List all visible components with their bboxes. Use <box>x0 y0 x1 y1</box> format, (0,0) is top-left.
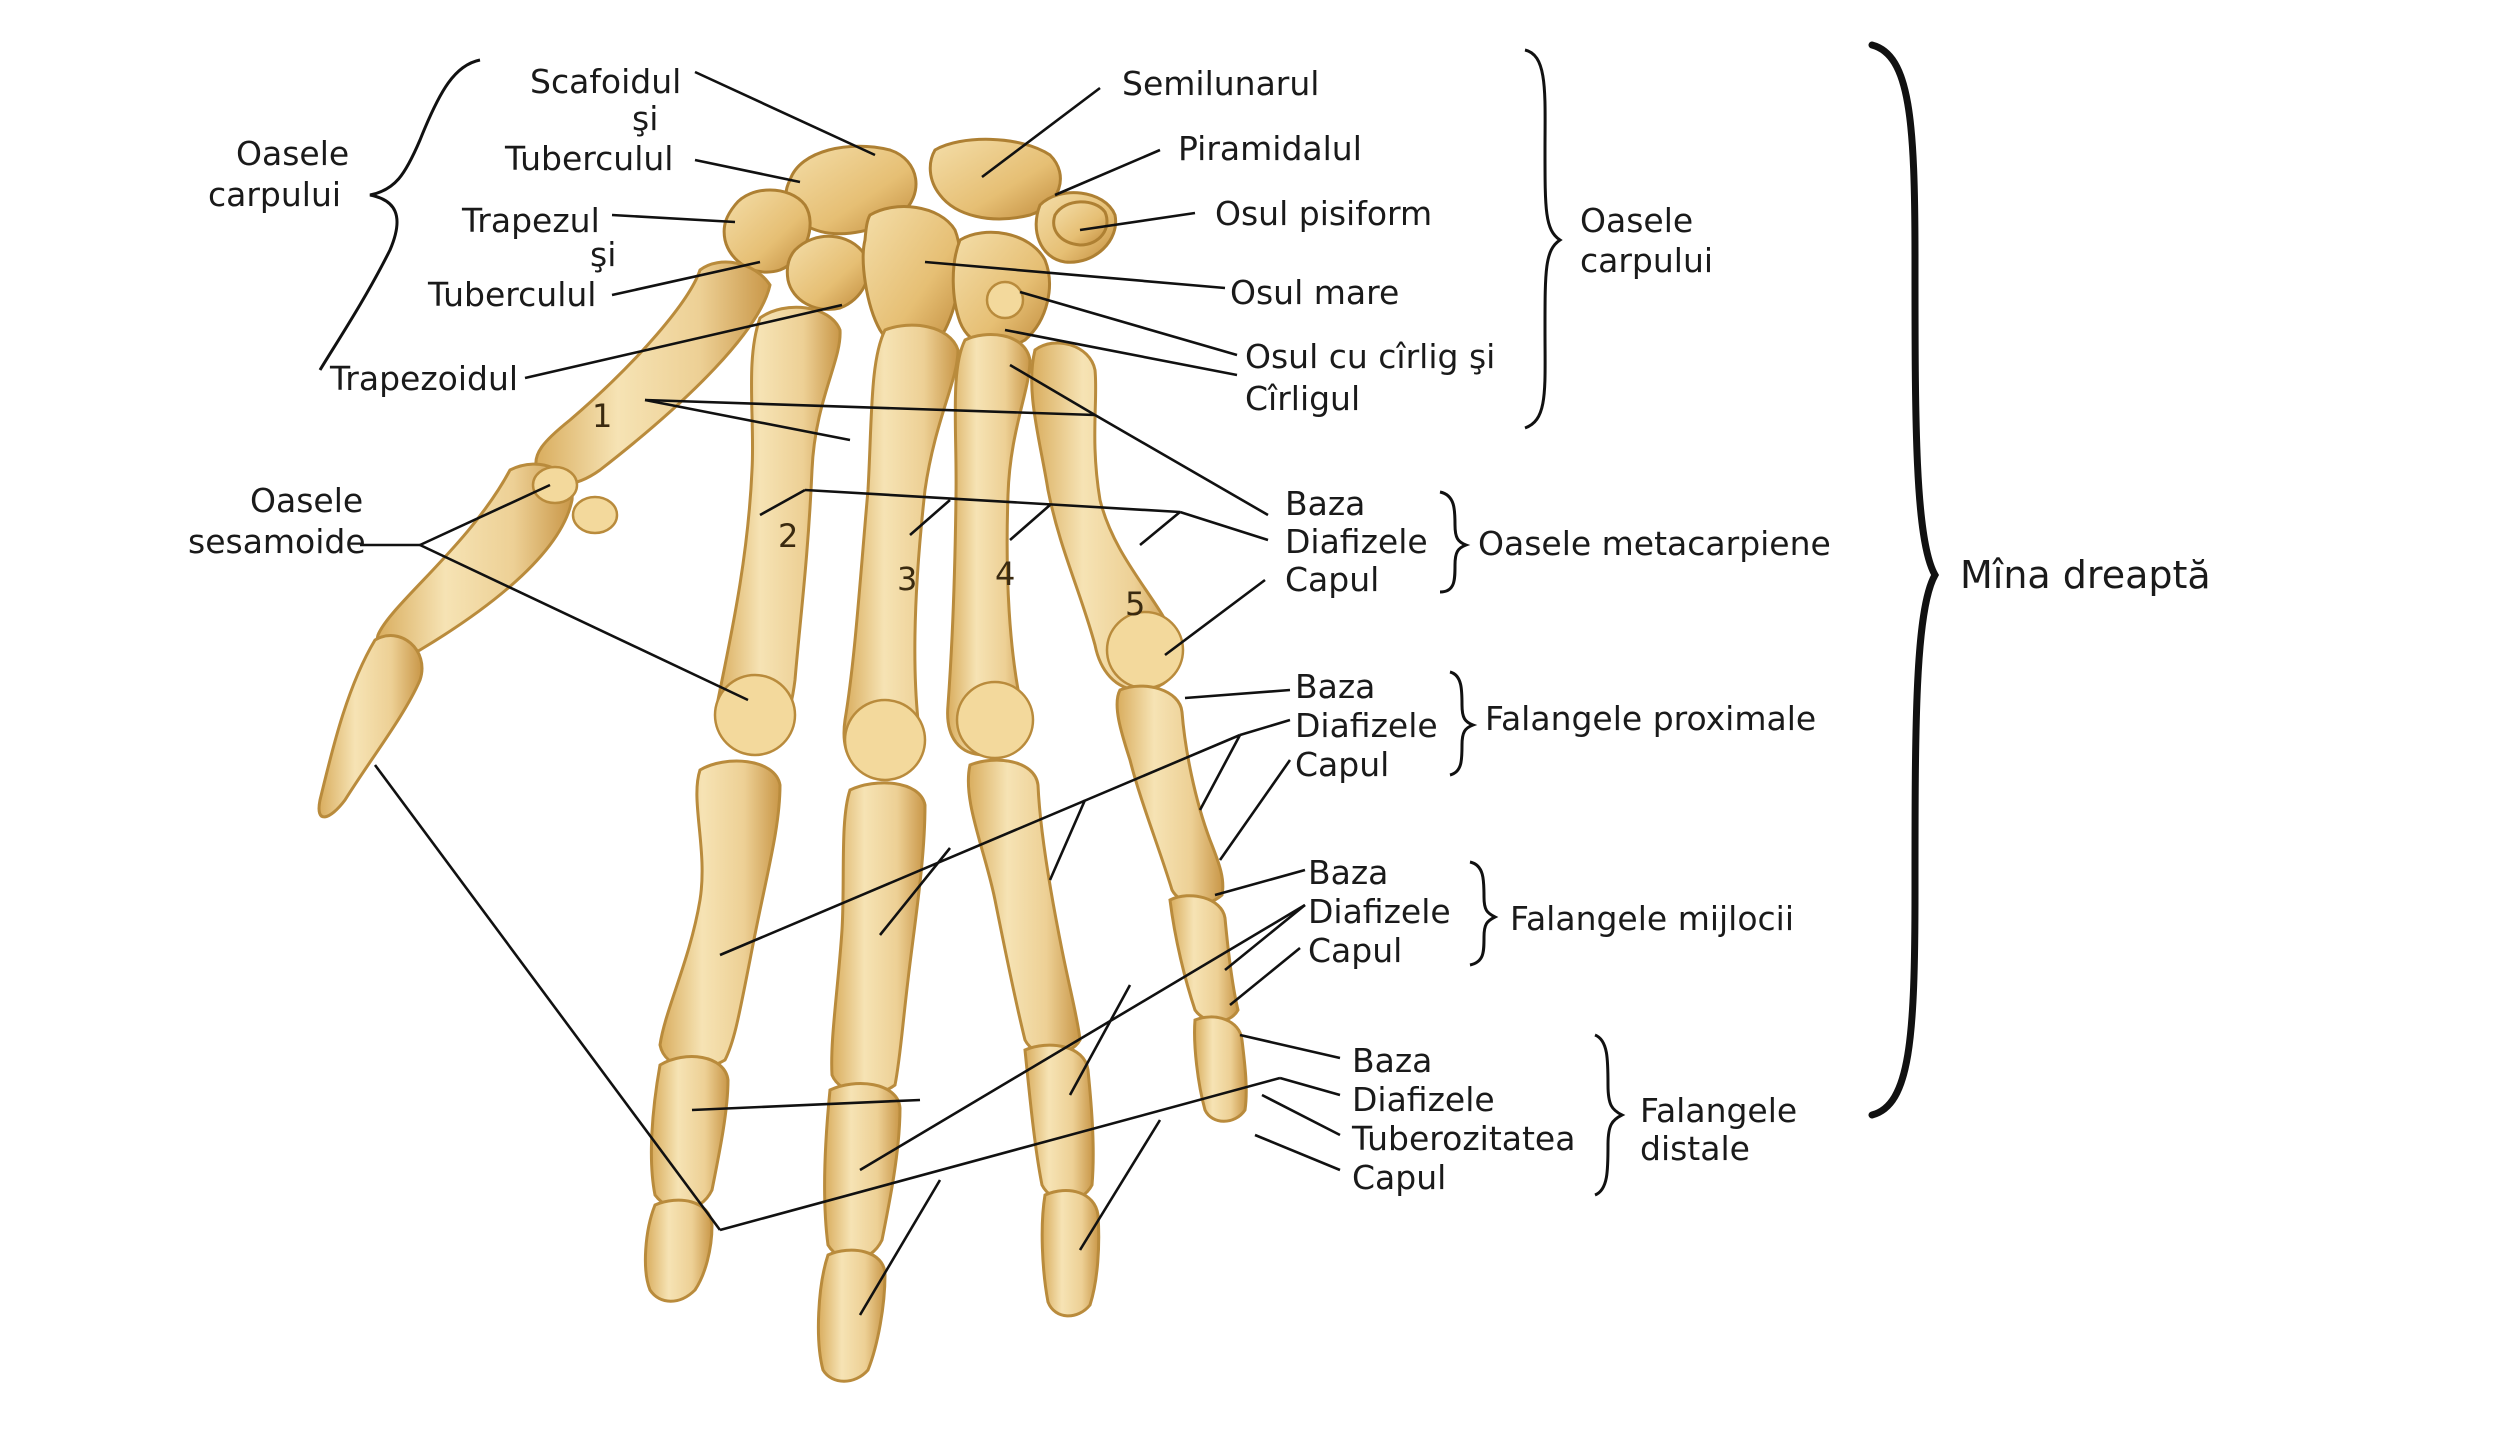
label-oasele-sesamoide-2: sesamoide <box>188 522 366 561</box>
label-meta-capul: Capul <box>1285 560 1379 599</box>
trapezium-bone <box>722 188 812 274</box>
label-meta-diafizele: Diafizele <box>1285 522 1428 561</box>
sesamoid-bone-2 <box>571 495 619 535</box>
label-falangele-proximale: Falangele proximale <box>1485 699 1816 738</box>
brace-metacarpals <box>1439 490 1471 594</box>
metacarpal-bones <box>534 260 1185 782</box>
thumb-phalanges <box>317 462 619 819</box>
metacarpal-4-head <box>955 680 1035 760</box>
label-prox-diafizele: Diafizele <box>1295 706 1438 745</box>
label-osul-mare: Osul mare <box>1230 273 1399 312</box>
leader-lines <box>360 70 1341 1316</box>
label-tuberculul-1: Tuberculul <box>504 139 673 178</box>
lunate-bone <box>928 137 1062 221</box>
metacarpal-2-head <box>713 673 797 757</box>
label-tuberculul-2: Tuberculul <box>427 275 596 314</box>
index-middle-phalanx <box>649 1055 730 1211</box>
label-osul-pisiform: Osul pisiform <box>1215 194 1432 233</box>
ring-distal-phalanx <box>1040 1189 1101 1318</box>
label-dist-capul: Capul <box>1352 1158 1446 1197</box>
brace-left-carpus <box>318 58 481 371</box>
hamate-hook <box>985 280 1025 320</box>
metacarpal-number-5: 5 <box>1125 585 1145 623</box>
hand-skeleton <box>317 137 1248 1383</box>
pisiform-bone <box>1052 200 1109 247</box>
metacarpal-3-head <box>843 698 927 782</box>
label-si-2: şi <box>590 235 616 274</box>
label-semilunarul: Semilunarul <box>1122 64 1319 103</box>
index-finger-phalanges <box>643 759 782 1303</box>
label-scafoidul: Scafoidul <box>530 62 681 101</box>
label-trapezoidul: Trapezoidul <box>329 359 518 398</box>
trapezoid-bone <box>785 234 870 311</box>
brace-distal-phalanges <box>1594 1033 1626 1197</box>
label-falangele-distale-1: Falangele <box>1640 1091 1797 1130</box>
little-middle-phalanx <box>1168 894 1240 1023</box>
label-oasele-metacarpiene: Oasele metacarpiene <box>1478 524 1831 563</box>
middle-finger-phalanges <box>816 781 927 1383</box>
label-cirligul: Cîrligul <box>1245 379 1360 418</box>
label-oasele-carpului-right-2: carpului <box>1580 241 1713 280</box>
label-falangele-mijlocii: Falangele mijlocii <box>1510 899 1794 938</box>
label-prox-capul: Capul <box>1295 745 1389 784</box>
brace-right-hand <box>1868 41 1940 1119</box>
label-mid-diafizele: Diafizele <box>1308 892 1451 931</box>
metacarpal-number-1: 1 <box>592 397 612 435</box>
label-oasele-sesamoide-1: Oasele <box>250 481 363 520</box>
index-proximal-phalanx <box>658 759 782 1070</box>
label-mid-baza: Baza <box>1308 853 1388 892</box>
label-dist-baza: Baza <box>1352 1041 1432 1080</box>
label-oasele-carpului-right-1: Oasele <box>1580 201 1693 240</box>
carpal-bones <box>722 137 1118 351</box>
ring-proximal-phalanx <box>966 758 1082 1056</box>
metacarpal-number-4: 4 <box>995 555 1015 593</box>
brace-middle-phalanges <box>1469 860 1499 967</box>
thumb-distal-phalanx <box>317 634 424 819</box>
label-trapezul: Trapezul <box>461 201 600 240</box>
little-finger-phalanges <box>1115 684 1248 1123</box>
brace-proximal-phalanges <box>1449 670 1478 777</box>
ring-middle-phalanx <box>1023 1043 1095 1202</box>
little-proximal-phalanx <box>1115 684 1225 906</box>
label-mina-dreapta: Mîna dreaptă <box>1960 553 2211 597</box>
little-distal-phalanx <box>1193 1015 1248 1123</box>
middle-distal-phalanx <box>816 1248 887 1383</box>
label-osul-cu-cirlig: Osul cu cîrlig şi <box>1245 337 1495 376</box>
label-meta-baza: Baza <box>1285 484 1365 523</box>
metacarpal-numbers: 1 2 3 4 5 <box>592 397 1145 623</box>
label-piramidalul: Piramidalul <box>1178 129 1362 168</box>
label-oasele-carpului-left-2: carpului <box>208 175 341 214</box>
brace-right-carpus <box>1524 48 1563 430</box>
label-mid-capul: Capul <box>1308 931 1402 970</box>
label-prox-baza: Baza <box>1295 667 1375 706</box>
label-si-1: şi <box>632 99 658 138</box>
label-oasele-carpului-left-1: Oasele <box>236 134 349 173</box>
metacarpal-number-3: 3 <box>897 560 917 598</box>
braces <box>318 41 1940 1197</box>
label-dist-tuberozitatea: Tuberozitatea <box>1351 1119 1575 1158</box>
middle-middle-phalanx <box>823 1082 902 1261</box>
sesamoid-bone-1 <box>531 465 579 505</box>
labels: Oasele carpului Scafoidul şi Tuberculul … <box>188 62 2211 1197</box>
label-falangele-distale-2: distale <box>1640 1129 1750 1168</box>
metacarpal-number-2: 2 <box>778 517 798 555</box>
label-dist-diafizele: Diafizele <box>1352 1080 1495 1119</box>
middle-proximal-phalanx <box>830 781 927 1096</box>
index-distal-phalanx <box>643 1198 714 1303</box>
